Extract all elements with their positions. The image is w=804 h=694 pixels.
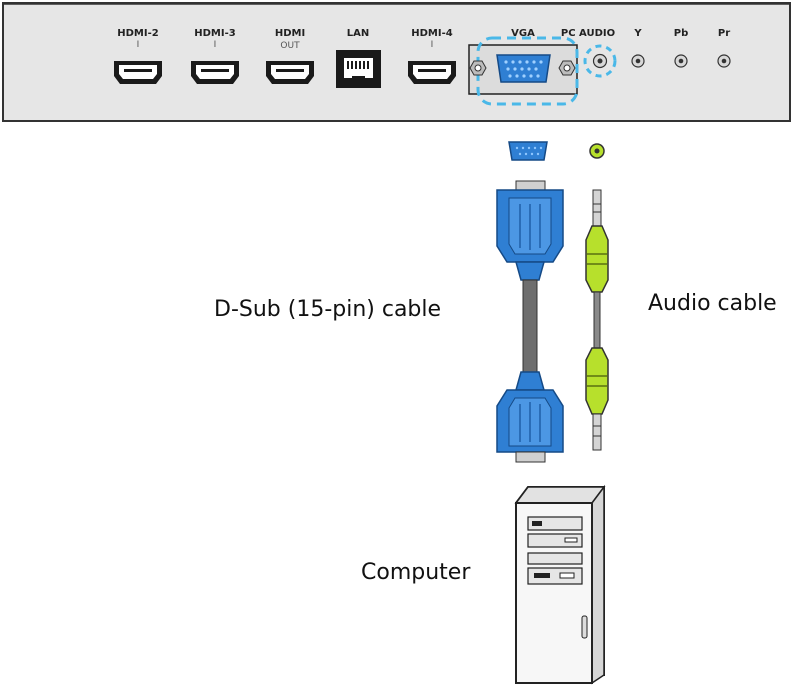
rca-jack-icon — [674, 54, 688, 68]
hdmi-port-icon — [114, 61, 162, 84]
port-label-pc-audio: PC AUDIO — [561, 28, 615, 39]
computer-label: Computer — [361, 560, 471, 585]
hdmi-port-icon — [191, 61, 239, 84]
audio-cable — [585, 189, 609, 451]
port-sub-hdmi-3: I — [214, 40, 217, 50]
lan-port-icon — [336, 50, 381, 88]
rca-jack-icon — [631, 54, 645, 68]
audio-highlight-ring — [583, 44, 617, 78]
dsub-cable — [496, 180, 564, 463]
vga-connector-icon — [508, 141, 548, 161]
port-label-hdmi-out: HDMI — [275, 28, 305, 39]
vga-screw-icon — [469, 60, 487, 76]
vga-screw-icon — [558, 60, 576, 76]
port-label-vga: VGA — [511, 28, 535, 39]
port-label-hdmi-2: HDMI-2 — [117, 28, 158, 39]
port-sub-hdmi-4: I — [431, 40, 434, 50]
audio-jack-icon — [592, 53, 608, 69]
audio-cable-label: Audio cable — [648, 291, 777, 316]
port-label-y: Y — [633, 28, 642, 39]
rear-panel: HDMI-2 I HDMI-3 I HDMI OUT LAN HDMI-4 I … — [2, 2, 791, 122]
port-sub-hdmi-2: I — [137, 40, 140, 50]
port-label-pb: Pb — [674, 28, 689, 39]
port-label-lan: LAN — [347, 28, 369, 39]
audio-plug-icon — [589, 143, 605, 159]
port-sub-hdmi-out: OUT — [280, 41, 300, 51]
hdmi-port-icon — [266, 61, 314, 84]
vga-port-icon — [496, 54, 551, 83]
port-label-pr: Pr — [718, 28, 730, 39]
port-label-hdmi-4: HDMI-4 — [411, 28, 452, 39]
dsub-cable-label: D-Sub (15-pin) cable — [214, 297, 441, 322]
computer-tower-icon — [514, 484, 606, 685]
rca-jack-icon — [717, 54, 731, 68]
port-label-hdmi-3: HDMI-3 — [194, 28, 235, 39]
vga-highlight-ring — [476, 36, 579, 106]
hdmi-port-icon — [408, 61, 456, 84]
